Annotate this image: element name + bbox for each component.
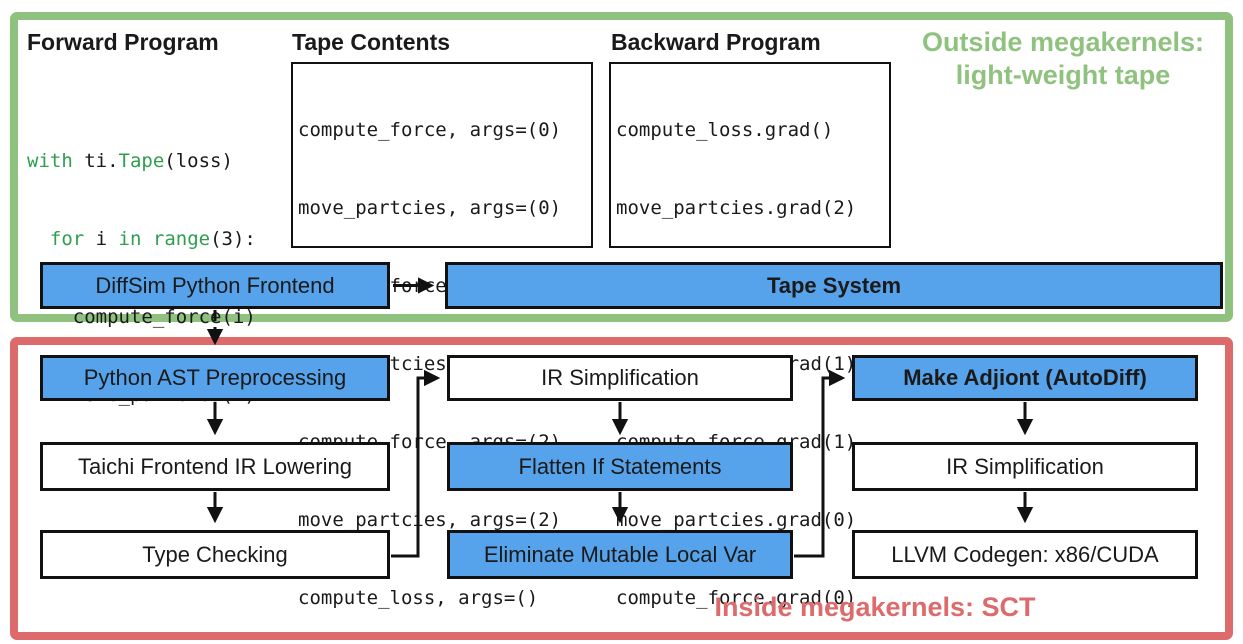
node-llvm-codegen: LLVM Codegen: x86/CUDA [852, 530, 1198, 579]
tape-line: move_partcies, args=(0) [298, 197, 562, 219]
tape-contents-header: Tape Contents [292, 29, 451, 55]
tape-line: compute_loss, args=() [298, 587, 539, 609]
tape-contents-box: compute_force, args=(0) move_partcies, a… [291, 62, 593, 609]
inside-megakernels-label: Inside megakernels: SCT [714, 592, 1036, 622]
node-type-checking: Type Checking [40, 530, 390, 579]
node-ir-simplification-1: IR Simplification [447, 355, 793, 401]
node-ir-simplification-2: IR Simplification [852, 442, 1198, 491]
backward-program-header: Backward Program [611, 29, 821, 55]
outside-megakernels-label: Outside megakernels: light-weight tape [891, 26, 1235, 92]
backward-line: compute_force.grad(0) [616, 587, 857, 609]
node-diffsim-python-frontend: DiffSim Python Frontend [40, 262, 390, 309]
inside-megakernels-frame [10, 337, 1233, 640]
outside-megakernels-frame [10, 12, 1233, 322]
node-eliminate-mutable-local-var: Eliminate Mutable Local Var [447, 530, 793, 579]
node-make-adjiont-autodiff: Make Adjiont (AutoDiff) [852, 355, 1198, 401]
backward-line: compute_loss.grad() [616, 119, 834, 141]
tape-line: compute_force, args=(0) [298, 119, 562, 141]
forward-program-header: Forward Program [27, 29, 219, 55]
node-flatten-if-statements: Flatten If Statements [447, 442, 793, 491]
code-line: with ti.Tape(loss) [27, 150, 233, 172]
backward-line: move_partcies.grad(2) [616, 197, 857, 219]
node-python-ast-preprocessing: Python AST Preprocessing [40, 355, 390, 401]
backward-program-box: compute_loss.grad() move_partcies.grad(2… [609, 62, 891, 609]
code-line: compute_force(i) [27, 306, 256, 328]
outside-label-line2: light-weight tape [955, 60, 1171, 90]
node-tape-system: Tape System [445, 262, 1223, 309]
code-line: for i in range(3): [49, 228, 256, 250]
node-taichi-frontend-ir-lowering: Taichi Frontend IR Lowering [40, 442, 390, 491]
outside-label-line1: Outside megakernels: [921, 27, 1205, 57]
